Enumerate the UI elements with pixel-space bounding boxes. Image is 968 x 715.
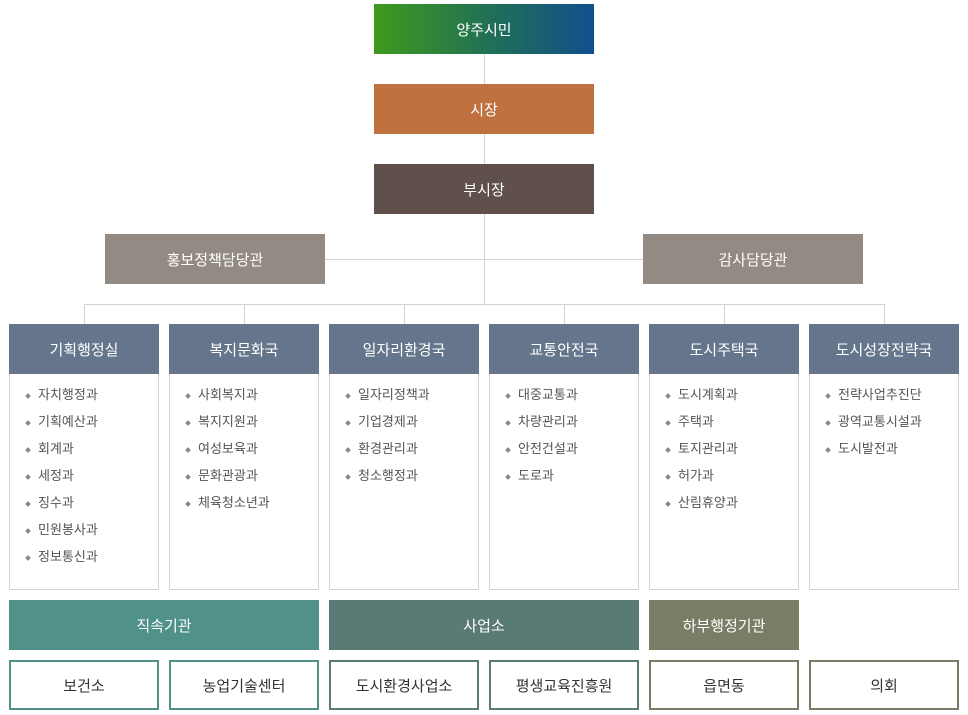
citizen-box: 양주시민 — [374, 4, 594, 54]
unit-lifelong-education-institute[interactable]: 평생교육진흥원 — [489, 660, 639, 710]
audit-office-box[interactable]: 감사담당관 — [643, 234, 863, 284]
list-item[interactable]: 정보통신과 — [24, 544, 158, 571]
department-title[interactable]: 복지문화국 — [169, 324, 319, 374]
department-list: 전략사업추진단 광역교통시설과 도시발전과 — [809, 374, 959, 590]
list-item[interactable]: 광역교통시설과 — [824, 409, 958, 436]
list-item[interactable]: 기업경제과 — [344, 409, 478, 436]
list-item[interactable]: 허가과 — [664, 463, 798, 490]
list-item[interactable]: 안전건설과 — [504, 436, 638, 463]
list-item[interactable]: 여성보육과 — [184, 436, 318, 463]
list-item[interactable]: 도로과 — [504, 463, 638, 490]
list-item[interactable]: 토지관리과 — [664, 436, 798, 463]
department-drop-line — [404, 304, 405, 324]
department-list: 일자리정책과 기업경제과 환경관리과 청소행정과 — [329, 374, 479, 590]
lower-administrative-header: 하부행정기관 — [649, 600, 799, 650]
list-item[interactable]: 복지지원과 — [184, 409, 318, 436]
department-list: 도시계획과 주택과 토지관리과 허가과 산림휴양과 — [649, 374, 799, 590]
list-item[interactable]: 환경관리과 — [344, 436, 478, 463]
list-item[interactable]: 세정과 — [24, 463, 158, 490]
list-item[interactable]: 전략사업추진단 — [824, 382, 958, 409]
unit-agriculture-center[interactable]: 농업기술센터 — [169, 660, 319, 710]
list-item[interactable]: 도시계획과 — [664, 382, 798, 409]
list-item[interactable]: 차량관리과 — [504, 409, 638, 436]
department-list: 대중교통과 차량관리과 안전건설과 도로과 — [489, 374, 639, 590]
affiliated-agencies-header: 직속기관 — [9, 600, 319, 650]
list-item[interactable]: 문화관광과 — [184, 463, 318, 490]
list-item[interactable]: 대중교통과 — [504, 382, 638, 409]
department-drop-line — [244, 304, 245, 324]
list-item[interactable]: 도시발전과 — [824, 436, 958, 463]
mayor-box[interactable]: 시장 — [374, 84, 594, 134]
vice-mayor-box[interactable]: 부시장 — [374, 164, 594, 214]
unit-council[interactable]: 의회 — [809, 660, 959, 710]
office-connector-line — [325, 259, 643, 260]
department-title[interactable]: 교통안전국 — [489, 324, 639, 374]
list-item[interactable]: 자치행정과 — [24, 382, 158, 409]
department-drop-line — [564, 304, 565, 324]
department-title[interactable]: 도시성장전략국 — [809, 324, 959, 374]
list-item[interactable]: 징수과 — [24, 490, 158, 517]
list-item[interactable]: 주택과 — [664, 409, 798, 436]
public-relations-office-box[interactable]: 홍보정책담당관 — [105, 234, 325, 284]
list-item[interactable]: 일자리정책과 — [344, 382, 478, 409]
department-title[interactable]: 도시주택국 — [649, 324, 799, 374]
department-drop-line — [84, 304, 85, 324]
list-item[interactable]: 청소행정과 — [344, 463, 478, 490]
department-list: 사회복지과 복지지원과 여성보육과 문화관광과 체육청소년과 — [169, 374, 319, 590]
unit-urban-environment-office[interactable]: 도시환경사업소 — [329, 660, 479, 710]
list-item[interactable]: 기획예산과 — [24, 409, 158, 436]
list-item[interactable]: 사회복지과 — [184, 382, 318, 409]
department-title[interactable]: 일자리환경국 — [329, 324, 479, 374]
department-list: 자치행정과 기획예산과 회계과 세정과 징수과 민원봉사과 정보통신과 — [9, 374, 159, 590]
unit-health-center[interactable]: 보건소 — [9, 660, 159, 710]
list-item[interactable]: 체육청소년과 — [184, 490, 318, 517]
list-item[interactable]: 회계과 — [24, 436, 158, 463]
department-horizontal-line — [84, 304, 884, 305]
list-item[interactable]: 민원봉사과 — [24, 517, 158, 544]
department-drop-line — [884, 304, 885, 324]
department-title[interactable]: 기획행정실 — [9, 324, 159, 374]
list-item[interactable]: 산림휴양과 — [664, 490, 798, 517]
department-drop-line — [724, 304, 725, 324]
unit-eup-myeon-dong[interactable]: 읍면동 — [649, 660, 799, 710]
business-offices-header: 사업소 — [329, 600, 639, 650]
